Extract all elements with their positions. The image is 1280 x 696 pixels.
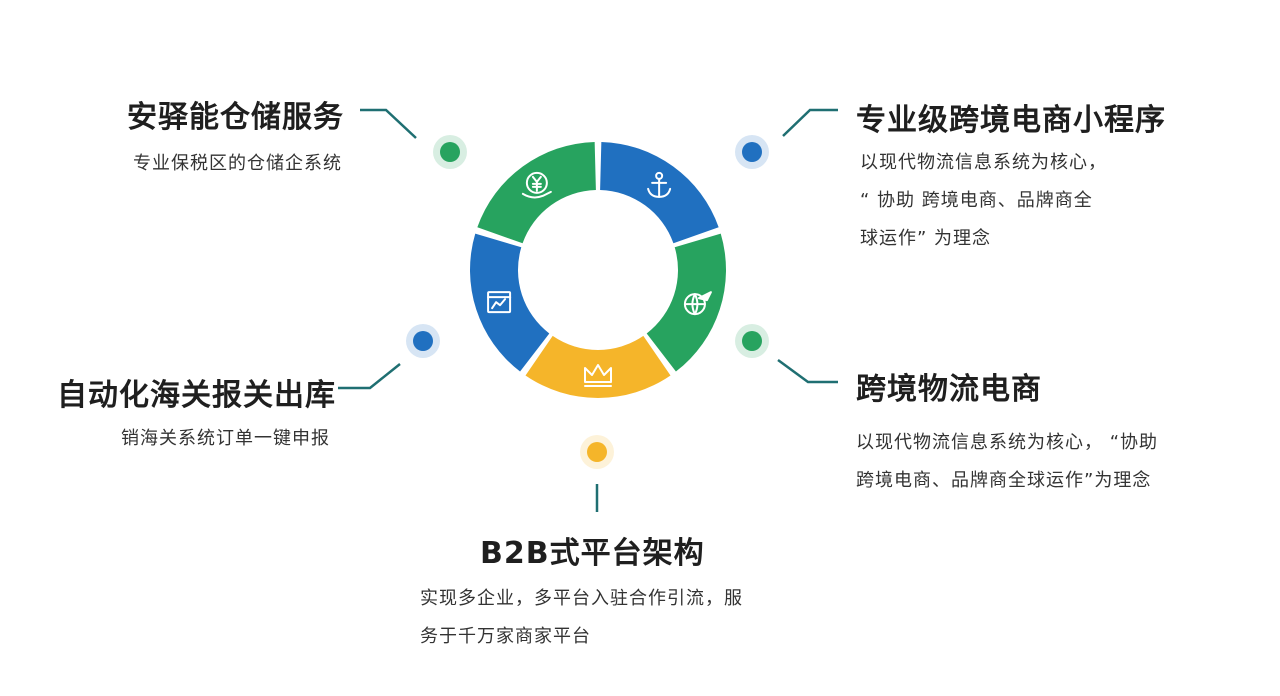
connector-warehouse xyxy=(360,108,417,139)
warehouse-desc: 专业保税区的仓储企系统 xyxy=(133,153,342,174)
miniprogram-desc: 以现代物流信息系统为核心， “ 协助 跨境电商、品牌商全 球运作” 为理念 xyxy=(860,144,1107,258)
miniprogram-desc-line: 以现代物流信息系统为核心， xyxy=(860,152,1107,173)
logistics-desc-line: 以现代物流信息系统为核心， “协助 xyxy=(856,432,1159,453)
dot-b2b xyxy=(580,435,614,469)
b2b-title: B2B式平台架构 xyxy=(480,536,705,571)
b2b-desc-line: 实现多企业，多平台入驻合作引流，服 xyxy=(420,588,743,609)
screen-chart-icon xyxy=(487,291,512,314)
miniprogram-title: 专业级跨境电商小程序 xyxy=(856,103,1166,138)
globe-plane-icon xyxy=(683,291,712,316)
b2b-desc-line: 务于千万家商家平台 xyxy=(420,626,591,647)
ring-segment xyxy=(646,233,726,372)
customs-title: 自动化海关报关出库 xyxy=(57,378,336,413)
connector-logistics xyxy=(777,358,838,384)
ring-segment xyxy=(525,335,671,398)
b2b-desc: 实现多企业，多平台入驻合作引流，服 务于千万家商家平台 xyxy=(420,580,743,656)
logistics-desc-line: 跨境电商、品牌商全球运作”为理念 xyxy=(856,470,1152,491)
crown-icon xyxy=(584,364,612,387)
dot-miniprogram xyxy=(735,135,769,169)
dot-customs xyxy=(406,324,440,358)
miniprogram-desc-line: “ 协助 跨境电商、品牌商全 xyxy=(860,190,1093,211)
connector-customs xyxy=(338,363,401,390)
connector-miniprogram xyxy=(782,108,838,137)
yen-hand-icon xyxy=(521,171,552,199)
dot-warehouse xyxy=(433,135,467,169)
logistics-title: 跨境物流电商 xyxy=(856,372,1042,407)
warehouse-title: 安驿能仓储服务 xyxy=(127,100,344,135)
customs-desc: 销海关系统订单一键申报 xyxy=(121,428,330,449)
dot-logistics xyxy=(735,324,769,358)
anchor-icon xyxy=(647,171,672,198)
miniprogram-desc-line: 球运作” 为理念 xyxy=(860,228,992,249)
logistics-desc: 以现代物流信息系统为核心， “协助 跨境电商、品牌商全球运作”为理念 xyxy=(856,424,1158,500)
